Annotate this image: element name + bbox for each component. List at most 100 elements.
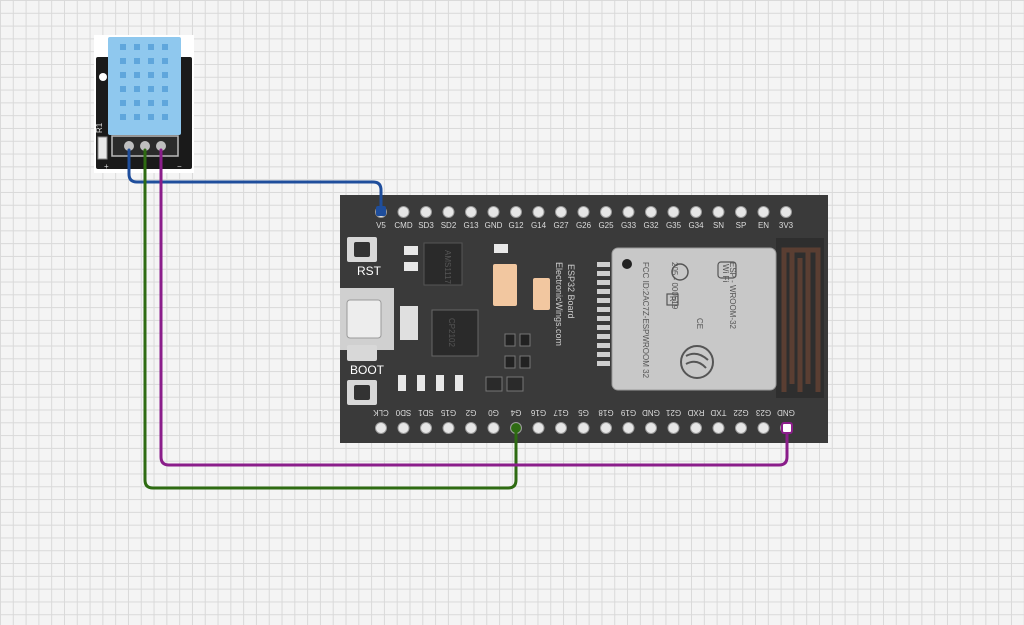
- boot-button[interactable]: [354, 385, 370, 400]
- sensor-pin-gnd[interactable]: [156, 141, 166, 151]
- bottom-pin-label: G5: [578, 408, 589, 417]
- top-pin-3v3[interactable]: [780, 206, 792, 218]
- top-pin-en[interactable]: [757, 206, 770, 218]
- bottom-pin-txd[interactable]: [712, 422, 725, 434]
- sensor-pin-data[interactable]: [140, 141, 150, 151]
- dht11-sensor[interactable]: R1 + −: [94, 35, 194, 173]
- top-pin-g13[interactable]: [465, 206, 477, 218]
- bottom-pin-g5[interactable]: [577, 422, 590, 434]
- top-pin-sp[interactable]: [735, 206, 747, 218]
- rst-label: RST: [357, 264, 382, 278]
- top-pin-gnd[interactable]: [487, 206, 500, 218]
- top-pin-g33[interactable]: [622, 206, 635, 218]
- top-pin-g27[interactable]: [555, 206, 567, 218]
- passive-3: [494, 244, 508, 253]
- bottom-pin-g18[interactable]: [600, 422, 612, 434]
- bottom-pin-label: SD0: [395, 408, 411, 417]
- top-pin-g26[interactable]: [577, 206, 590, 218]
- module-wifi-logo: Wi Fi: [721, 264, 730, 282]
- sensor-pin-vcc[interactable]: [124, 141, 134, 151]
- bottom-pin-g21[interactable]: [667, 422, 680, 434]
- top-pin-sd3[interactable]: [420, 206, 432, 218]
- bottom-pin-gnd[interactable]: [645, 422, 657, 434]
- passive-4: [398, 375, 406, 391]
- module-wifi-box: [717, 261, 737, 279]
- bottom-pin-label: G18: [598, 408, 614, 417]
- passive-2: [404, 262, 418, 271]
- module-r-mark: R: [668, 296, 677, 302]
- bottom-pin-g22[interactable]: [735, 422, 747, 434]
- top-pin-label: SD3: [418, 221, 434, 230]
- passive-6: [436, 375, 444, 391]
- top-pin-label: G33: [621, 221, 637, 230]
- diode: [400, 306, 418, 340]
- bottom-pin-g23[interactable]: [757, 422, 770, 434]
- bottom-pin-label: TXD: [710, 408, 726, 417]
- passive-1: [404, 246, 418, 255]
- top-pin-cmd[interactable]: [397, 206, 410, 218]
- top-pin-label: GND: [485, 221, 503, 230]
- bottom-pin-g0[interactable]: [487, 422, 500, 434]
- top-pin-label: SD2: [441, 221, 457, 230]
- bottom-pin-label: G16: [530, 408, 546, 417]
- top-pin-label: G26: [576, 221, 592, 230]
- passive-7: [455, 375, 463, 391]
- top-pin-sn[interactable]: [712, 206, 725, 218]
- top-pin-g14[interactable]: [532, 206, 545, 218]
- bottom-pin-label: G19: [620, 408, 636, 417]
- transistor-2: [519, 333, 531, 347]
- bottom-pin-g17[interactable]: [555, 422, 567, 434]
- bottom-pin-label: G21: [665, 408, 681, 417]
- top-pin-label: G32: [643, 221, 659, 230]
- bottom-pin-rxd[interactable]: [690, 422, 702, 434]
- regulator-chip: [423, 242, 463, 286]
- bottom-pin-clk[interactable]: [375, 422, 387, 434]
- gnd-wire[interactable]: [159, 148, 789, 467]
- module-r-box: [666, 293, 679, 306]
- bottom-pin-g2[interactable]: [465, 422, 477, 434]
- top-pin-g25[interactable]: [600, 206, 612, 218]
- bottom-pin-sd1[interactable]: [420, 422, 432, 434]
- top-pin-g12[interactable]: [510, 206, 522, 218]
- vcc-wire[interactable]: [127, 148, 383, 213]
- sensor-resistor: [97, 136, 108, 160]
- top-pin-label: G14: [531, 221, 547, 230]
- sensor-mount-hole: [99, 73, 107, 81]
- top-pin-label: SN: [713, 221, 724, 230]
- module-ground-icon: [671, 263, 689, 281]
- passive-9: [506, 376, 524, 392]
- transistor-4: [519, 355, 531, 369]
- passive-5: [417, 375, 425, 391]
- top-pin-label: G35: [666, 221, 682, 230]
- bottom-pin-sd0[interactable]: [397, 422, 410, 434]
- bottom-pin-g15[interactable]: [442, 422, 455, 434]
- vcc-wire-endpoint: [376, 206, 386, 216]
- module-name-text: ESP - WROOM-32: [728, 262, 737, 330]
- bottom-pin-label: G4: [510, 408, 521, 417]
- boot-label: BOOT: [350, 363, 385, 377]
- rst-button[interactable]: [354, 242, 370, 257]
- board-brand-text: ElectronicWings.com: [554, 262, 564, 346]
- top-pin-g35[interactable]: [667, 206, 680, 218]
- bottom-pin-label: G0: [488, 408, 499, 417]
- bottom-pin-g19[interactable]: [622, 422, 635, 434]
- tantalum-cap: [493, 264, 517, 306]
- top-pin-label: G12: [508, 221, 524, 230]
- module-side-pads: [597, 262, 610, 366]
- bottom-pin-g16[interactable]: [532, 422, 545, 434]
- top-pin-label: EN: [758, 221, 769, 230]
- top-pin-sd2[interactable]: [442, 206, 455, 218]
- bottom-pin-label: GND: [777, 408, 795, 417]
- esp32-board[interactable]: FCC ID:2AC7Z-ESPWROOM 32 205 - 000519 ES…: [340, 195, 828, 443]
- top-pin-g34[interactable]: [690, 206, 702, 218]
- bottom-pin-label: CLK: [373, 408, 389, 417]
- sensor-plus-label: +: [104, 162, 109, 171]
- transistor-3: [504, 355, 516, 369]
- bottom-pin-label: RXD: [687, 408, 704, 417]
- data-wire[interactable]: [143, 148, 518, 490]
- module-pin1-dot: [622, 259, 632, 269]
- top-pin-label: G34: [688, 221, 704, 230]
- wroom-module: [611, 247, 777, 391]
- top-pin-g32[interactable]: [645, 206, 657, 218]
